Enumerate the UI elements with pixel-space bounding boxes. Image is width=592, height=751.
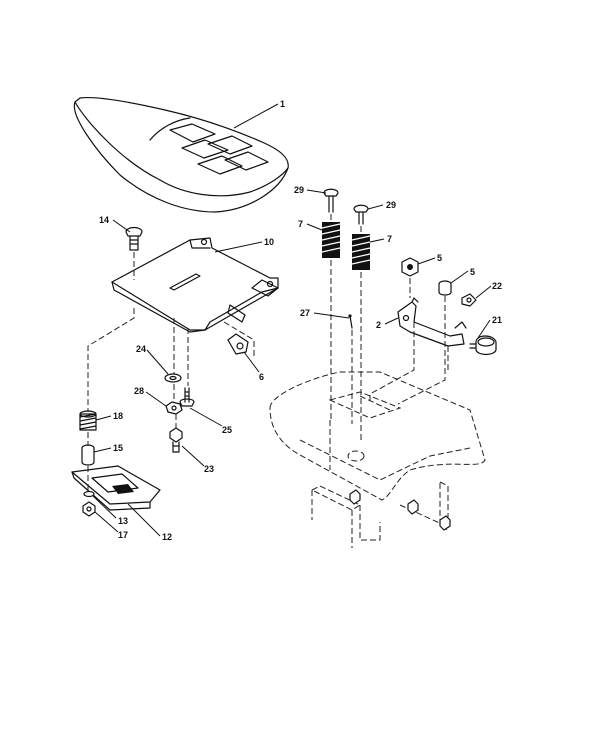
washer-22-part [461,293,477,307]
lower-fasteners-part [82,490,96,517]
callout-screw-right: 29 [386,200,396,210]
lever-part [397,297,467,347]
callout-bolt-25: 25 [222,425,232,435]
callout-clip-6: 6 [259,372,264,382]
base-bolts [349,489,451,531]
hex-bolt-part [169,427,183,453]
bushing-part [81,444,95,466]
fender-outline [269,371,486,548]
callout-nut-5a: 5 [437,253,442,263]
callout-spring-left: 7 [298,219,303,229]
callout-lever-2: 2 [376,320,381,330]
callout-spring-right: 7 [387,234,392,244]
callout-spring-18: 18 [113,411,123,421]
washer-part [164,373,182,383]
callout-washer-22: 22 [492,281,502,291]
callout-bushing-15: 15 [113,443,123,453]
spring-right-part [351,234,371,270]
callout-screw-left: 29 [294,185,304,195]
callout-nut-28: 28 [134,386,144,396]
callout-rod-27: 27 [300,308,310,318]
leader-lines [92,103,492,537]
bolt-part [179,387,195,407]
callout-pan-bracket: 10 [264,237,274,247]
callout-seat: 1 [280,99,285,109]
callout-slide-12: 12 [162,532,172,542]
rod-part [348,314,353,329]
callout-washer-24: 24 [136,344,146,354]
callout-washer-13: 13 [118,516,128,526]
lever-nut-part [401,257,419,277]
slide-plate-part [71,465,161,511]
callout-bolt-23: 23 [204,464,214,474]
seat-part [73,97,289,213]
assembly-lines [87,214,449,492]
callout-knob-21: 21 [492,315,502,325]
screw-left-part [323,188,339,213]
small-spring-part [79,410,97,431]
seat-pan-part [111,237,279,333]
callout-nut-17: 17 [118,530,128,540]
knob-part [469,335,497,356]
spring-left-part [321,222,341,258]
callout-carriage-bolt: 14 [99,215,109,225]
clip-part [227,333,249,355]
callout-nut-5b: 5 [470,267,475,277]
callout-labels: 1 10 14 29 29 7 7 5 5 22 27 2 21 6 24 28… [99,99,502,542]
screw-right-part [353,204,369,225]
right-nut-part [438,280,452,296]
nut-part [165,401,183,415]
